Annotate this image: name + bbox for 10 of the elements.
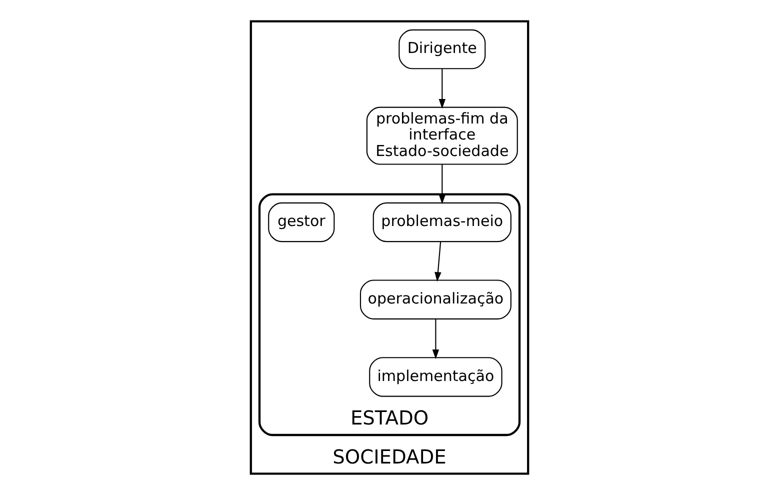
node-box: gestor — [268, 202, 335, 242]
node-box: problemas-meio — [372, 202, 512, 242]
arrow — [434, 242, 442, 282]
node-box: implementação — [369, 357, 502, 397]
arrow — [438, 164, 446, 204]
arrow — [432, 319, 440, 360]
node-box: problemas-fim da interface Estado-sociedade — [366, 106, 518, 165]
node-box: Dirigente — [398, 29, 486, 70]
arrow — [438, 68, 446, 109]
node-box: operacionalização — [360, 280, 512, 320]
